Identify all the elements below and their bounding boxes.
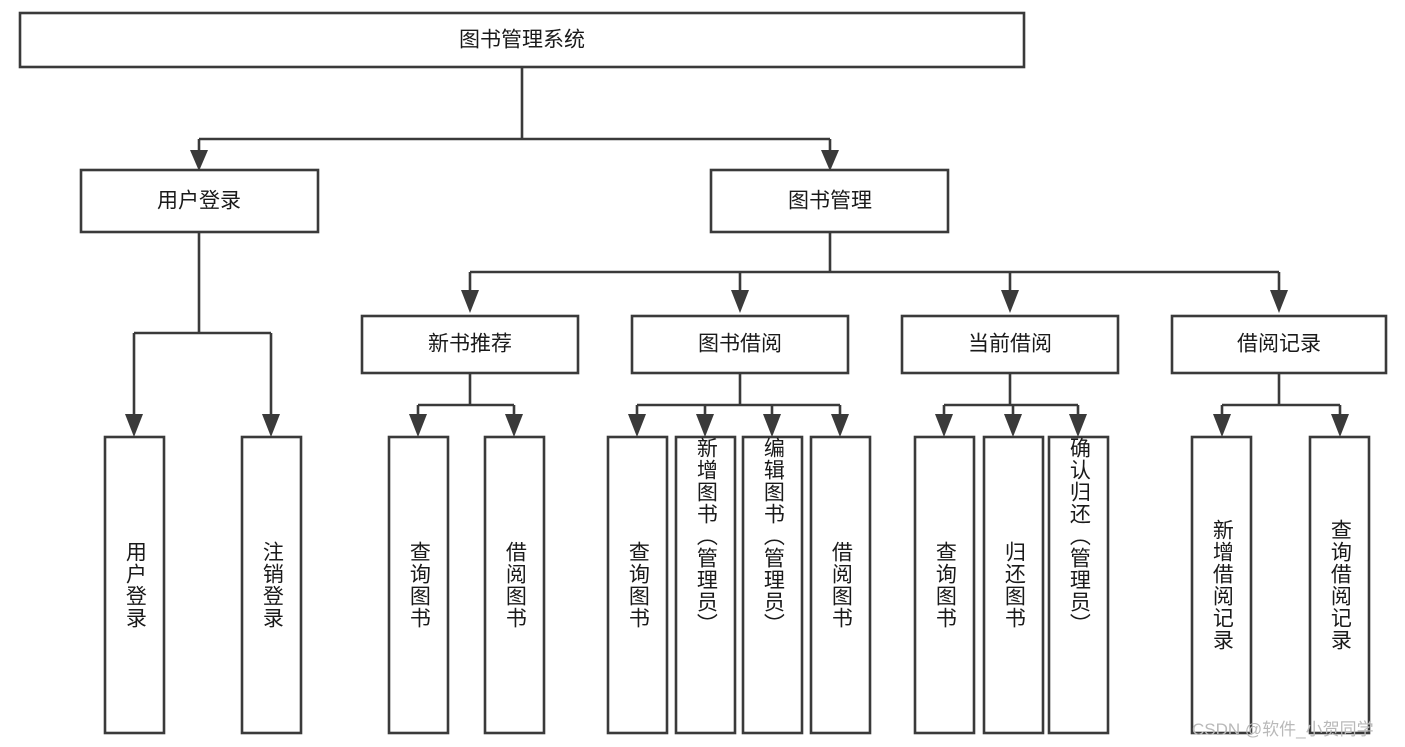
- nodes-layer: 图书管理系统 用户登录 图书管理 新书推荐 图书借阅 当前借阅 借阅记录: [18, 11, 1388, 735]
- leaf-box-return-book[interactable]: [982, 435, 1045, 735]
- leaf-box-logout[interactable]: [240, 435, 303, 735]
- leaf-label-edit-book-admin: 编辑图书（管理员）: [761, 437, 785, 635]
- node-label-borrow-record: 借阅记录: [1237, 333, 1321, 356]
- leaf-label-borrow-book-1: 借阅图书: [503, 541, 527, 629]
- arrowhead-borrow-leaf-3: [763, 414, 781, 437]
- node-box-current-borrow[interactable]: [900, 314, 1120, 375]
- leaf-query-borrow-record[interactable]: 查询借阅记录: [1310, 437, 1369, 733]
- arrowhead-book-mgmt: [821, 150, 839, 171]
- leaf-label-add-borrow-record: 新增借阅记录: [1210, 519, 1234, 651]
- leaf-box-query-book-2[interactable]: [606, 435, 669, 735]
- arrowhead-current-leaf-1: [935, 414, 953, 437]
- arrowhead-current-leaf-2: [1004, 414, 1022, 437]
- node-label-user-login: 用户登录: [157, 190, 241, 213]
- arrowhead-recommend-leaf-2: [505, 414, 523, 437]
- node-label-current-borrow: 当前借阅: [968, 333, 1052, 356]
- leaf-box-query-book-3[interactable]: [913, 435, 976, 735]
- leaf-label-query-book-1: 查询图书: [407, 541, 431, 629]
- leaf-add-borrow-record[interactable]: 新增借阅记录: [1192, 437, 1251, 733]
- leaf-label-query-borrow-record: 查询借阅记录: [1328, 519, 1352, 651]
- arrowhead-book-borrow: [731, 290, 749, 313]
- node-box-root[interactable]: [18, 11, 1026, 69]
- node-box-new-book-recommend[interactable]: [360, 314, 580, 375]
- arrowhead-borrow-leaf-4: [831, 414, 849, 437]
- arrowhead-recommend-leaf-1: [409, 414, 427, 437]
- node-box-borrow-record[interactable]: [1170, 314, 1388, 375]
- node-box-book-borrow[interactable]: [630, 314, 850, 375]
- leaf-edit-book-admin[interactable]: 编辑图书（管理员）: [743, 437, 802, 733]
- arrowhead-current-leaf-3: [1069, 414, 1087, 437]
- leaf-box-add-book-admin[interactable]: [674, 435, 737, 735]
- leaf-user-login[interactable]: 用户登录: [105, 437, 164, 733]
- node-label-root: 图书管理系统: [459, 29, 585, 52]
- arrowhead-borrow-record: [1270, 290, 1288, 313]
- arrowhead-current-borrow: [1001, 290, 1019, 313]
- leaf-add-book-admin[interactable]: 新增图书（管理员）: [676, 437, 735, 733]
- leaf-box-borrow-book-1[interactable]: [483, 435, 546, 735]
- leaf-box-confirm-return-admin[interactable]: [1047, 435, 1110, 735]
- leaf-label-return-book: 归还图书: [1002, 541, 1026, 629]
- arrowhead-new-book-recommend: [461, 290, 479, 313]
- watermark-text: CSDN @软件_小贺同学: [1192, 720, 1374, 739]
- leaf-confirm-return-admin[interactable]: 确认归还（管理员）: [1049, 437, 1108, 733]
- leaf-label-borrow-book-2: 借阅图书: [829, 541, 853, 629]
- connectors-layer: [125, 67, 1349, 437]
- arrowhead-borrow-leaf-2: [696, 414, 714, 437]
- leaf-label-logout: 注销登录: [260, 541, 284, 629]
- leaf-label-query-book-3: 查询图书: [933, 541, 957, 629]
- arrowhead-record-leaf-2: [1331, 414, 1349, 437]
- node-label-book-borrow: 图书借阅: [698, 333, 782, 356]
- node-box-user-login[interactable]: [79, 168, 320, 234]
- arrowhead-user-login: [190, 150, 208, 171]
- leaf-logout[interactable]: 注销登录: [242, 437, 301, 733]
- leaf-borrow-book-2[interactable]: 借阅图书: [811, 437, 870, 733]
- leaf-label-confirm-return-admin: 确认归还（管理员）: [1067, 437, 1091, 635]
- leaf-box-user-login[interactable]: [103, 435, 166, 735]
- arrowhead-record-leaf-1: [1213, 414, 1231, 437]
- node-label-book-management: 图书管理: [788, 190, 872, 213]
- leaf-borrow-book-1[interactable]: 借阅图书: [485, 437, 544, 733]
- leaf-box-query-borrow-record[interactable]: [1308, 435, 1371, 735]
- node-box-book-management[interactable]: [709, 168, 950, 234]
- leaf-query-book-1[interactable]: 查询图书: [389, 437, 448, 733]
- leaf-box-edit-book-admin[interactable]: [741, 435, 804, 735]
- arrowhead-borrow-leaf-1: [628, 414, 646, 437]
- leaf-box-borrow-book-2[interactable]: [809, 435, 872, 735]
- leaf-box-query-book-1[interactable]: [387, 435, 450, 735]
- leaf-query-book-2[interactable]: 查询图书: [608, 437, 667, 733]
- leaf-query-book-3[interactable]: 查询图书: [915, 437, 974, 733]
- node-label-new-book-recommend: 新书推荐: [428, 333, 512, 356]
- leaf-box-add-borrow-record[interactable]: [1190, 435, 1253, 735]
- arrowhead-leaf-logout: [262, 414, 280, 437]
- leaf-label-query-book-2: 查询图书: [626, 541, 650, 629]
- leaf-return-book[interactable]: 归还图书: [984, 437, 1043, 733]
- arrowhead-leaf-user-login: [125, 414, 143, 437]
- leaf-label-user-login: 用户登录: [123, 541, 147, 629]
- leaf-label-add-book-admin: 新增图书（管理员）: [694, 437, 718, 635]
